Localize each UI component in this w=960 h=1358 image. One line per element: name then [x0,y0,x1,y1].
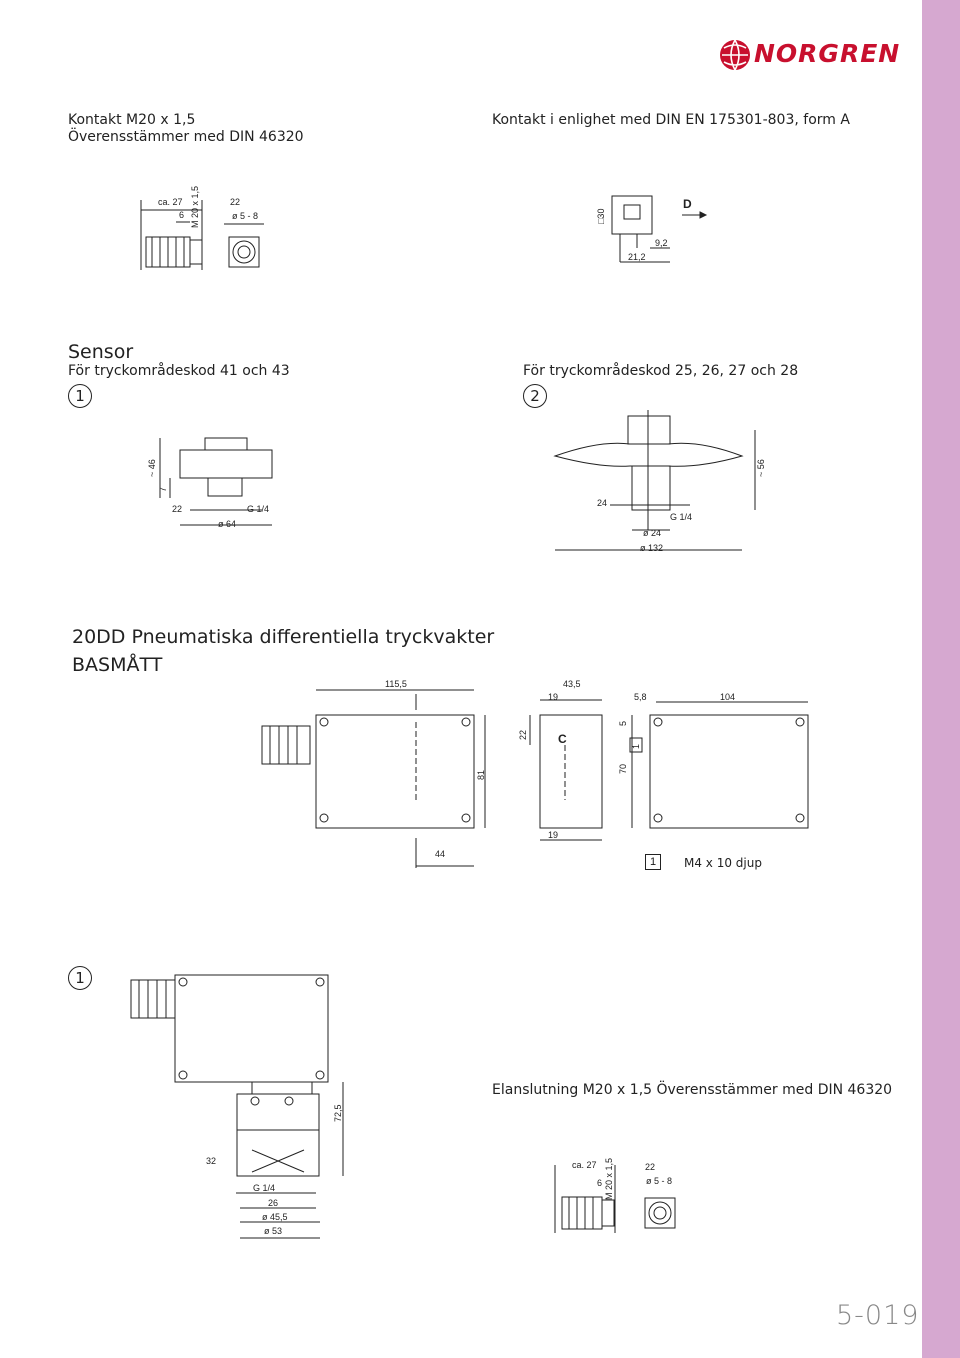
note-marker: 1 [645,854,661,870]
dim-o58b: ø 5 - 8 [646,1176,672,1186]
dim-D: D [683,197,692,211]
connector-drawing-bottom [554,1165,676,1233]
lower-marker: 1 [68,966,92,990]
dim-s46: ~ 46 [147,459,157,477]
technical-drawings: ca. 27 6 M 20 x 1,5 22 ø 5 - 8 □30 9,2 2… [130,186,809,1239]
dim-455: ø 45,5 [262,1212,288,1222]
connector-drawing-top [140,200,264,270]
marker-1: 1 [68,384,92,408]
brand-name: NORGREN [754,39,901,68]
dim-81: 81 [476,770,486,780]
dim-ca27b: ca. 27 [572,1160,597,1170]
dim-22: 22 [230,197,240,207]
dim-58: 5,8 [634,692,647,702]
basic-dims-side [529,699,603,841]
dim-26: 26 [268,1198,278,1208]
side-accent-bar [922,0,960,1358]
dim-s56: ~ 56 [756,459,766,477]
dim-32: 32 [206,1156,216,1166]
din-connector-drawing [611,195,708,263]
dim-435: 43,5 [563,679,581,689]
note-text: M4 x 10 djup [684,856,762,870]
contact-left-line2: Överensstämmer med DIN 46320 [68,129,304,145]
lower-drawing [130,974,344,1239]
sensor-2-drawing [553,410,756,551]
dim-6: 6 [179,210,184,220]
dim-44: 44 [435,849,445,859]
dim-o64: ø 64 [218,519,236,529]
sensor-left-caption: För tryckområdeskod 41 och 43 [68,363,290,379]
dim-5: 5 [618,721,628,726]
section-subtitle: BASMÅTT [72,654,163,676]
page-number: 5-019 [836,1300,920,1331]
basic-dims-front [261,689,486,868]
marker-2: 2 [523,384,547,408]
dim-92: 9,2 [655,238,668,248]
dim-ca27: ca. 27 [158,197,183,207]
dim-g14b: G 1/4 [670,512,692,522]
basic-dims-rear [629,701,809,829]
dim-o58: ø 5 - 8 [232,211,258,221]
contact-right-line1: Kontakt i enlighet med DIN EN 175301-803… [492,112,850,128]
norgren-logo: NORGREN [718,36,901,74]
dim-m20: M 20 x 1,5 [190,186,200,228]
dim-s24: 24 [597,498,607,508]
dim-1155: 115,5 [385,679,407,689]
dim-19b: 19 [548,830,558,840]
dim-m20b: M 20 x 1,5 [604,1158,614,1200]
dim-6b: 6 [597,1178,602,1188]
dim-725: 72,5 [333,1104,343,1122]
section-title: 20DD Pneumatiska differentiella tryckvak… [72,626,495,648]
sensor-right-caption: För tryckområdeskod 25, 26, 27 och 28 [523,363,799,379]
dim-g14: G 1/4 [247,504,269,514]
contact-left-line1: Kontakt M20 x 1,5 [68,112,196,128]
globe-icon [720,39,750,71]
dim-104: 104 [720,692,735,702]
dim-s7: 7 [158,487,168,492]
dim-s22: 22 [172,504,182,514]
dim-o132: ø 132 [640,543,663,553]
sensor-1-drawing [159,437,273,526]
dim-22b: 22 [645,1162,655,1172]
dim-o24: ø 24 [643,528,661,538]
dim-70: 70 [618,764,628,774]
dim-sq30: □30 [596,209,606,224]
dim-19: 19 [548,692,558,702]
dim-212: 21,2 [628,252,646,262]
elanslutning-caption: Elanslutning M20 x 1,5 Överensstämmer me… [492,1082,893,1098]
dim-C: C [558,732,567,746]
dim-lg14: G 1/4 [253,1183,275,1193]
dim-53: ø 53 [264,1226,282,1236]
dim-b22: 22 [518,730,528,740]
sensor-heading: Sensor [68,341,134,363]
dim-1: 1 [631,744,641,749]
